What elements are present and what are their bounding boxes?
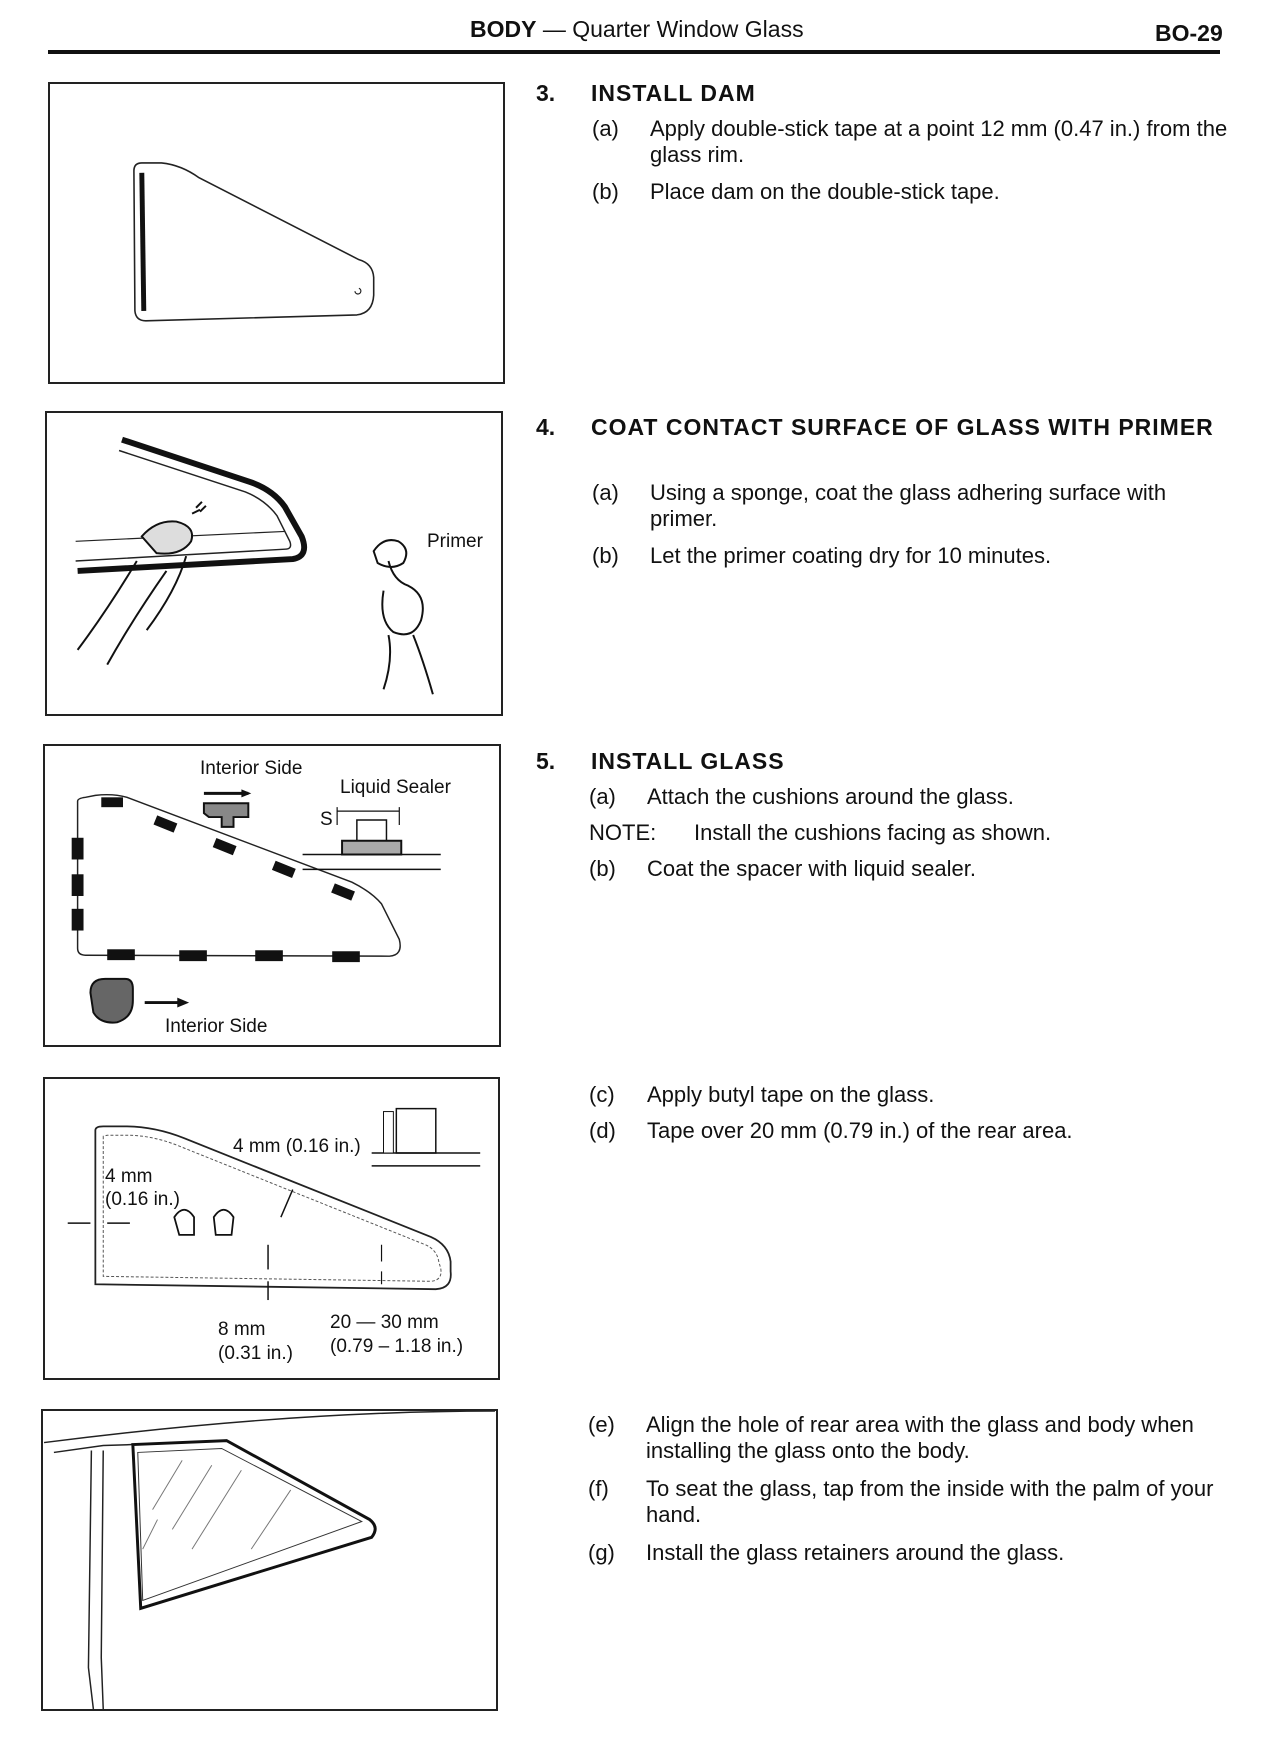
item-text: Using a sponge, coat the glass adhering … [650, 480, 1167, 531]
figure-install-cushions: Interior Side Liquid Sealer S Interior S… [43, 744, 501, 1047]
s-mark-label: S [320, 809, 333, 830]
item-key: (a) [589, 784, 616, 809]
item-text: Apply double-stick tape at a point 12 mm… [650, 116, 1228, 167]
step-title: INSTALL GLASS [591, 748, 785, 774]
header-rule [48, 50, 1220, 54]
step-title: COAT CONTACT SURFACE OF GLASS WITH PRIME… [591, 414, 1214, 440]
header-separator: — [542, 16, 566, 42]
step-number: 3. [536, 80, 556, 106]
dim-top-label: 4 mm (0.16 in.) [233, 1136, 361, 1157]
item-text: Place dam on the double-stick tape. [650, 179, 1000, 204]
dim-bottom-label-2: (0.31 in.) [218, 1343, 293, 1364]
item-key: (b) [589, 856, 616, 881]
step-number: 5. [536, 748, 556, 774]
item-key: (b) [592, 543, 619, 568]
cushion-layout-illustration [71, 789, 441, 1024]
dim-rear-label-1: 20 — 30 mm [330, 1312, 439, 1333]
item-text: Install the glass retainers around the g… [646, 1540, 1065, 1565]
header-subtitle: Quarter Window Glass [572, 16, 804, 42]
item-key: (d) [589, 1118, 616, 1143]
step-title: INSTALL DAM [591, 80, 756, 106]
item-text: Align the hole of rear area with the gla… [646, 1412, 1194, 1463]
quarter-glass-illustration [133, 162, 375, 322]
page-header: BODY — Quarter Window Glass [470, 16, 804, 43]
figure-primer: Primer [45, 411, 503, 716]
figure-butyl-tape: 4 mm (0.16 in.) 4 mm (0.16 in.) 8 mm (0.… [43, 1077, 500, 1380]
dim-left-label-2: (0.16 in.) [105, 1189, 180, 1210]
item-text: To seat the glass, tap from the inside w… [646, 1476, 1214, 1527]
item-text: Attach the cushions around the glass. [647, 784, 1014, 809]
item-key: (a) [592, 116, 619, 141]
butyl-tape-illustration [67, 1107, 481, 1301]
item-text: Tape over 20 mm (0.79 in.) of the rear a… [647, 1118, 1073, 1143]
interior-side-top-label: Interior Side [200, 758, 303, 779]
header-section: BODY [470, 16, 537, 42]
figure-glass-installed [41, 1409, 498, 1711]
item-key: (e) [588, 1412, 615, 1437]
item-text: Coat the spacer with liquid sealer. [647, 856, 976, 881]
item-key: (g) [588, 1540, 615, 1565]
interior-side-bottom-label: Interior Side [165, 1016, 268, 1037]
dim-bottom-label-1: 8 mm [218, 1319, 266, 1340]
figure-install-dam [48, 82, 505, 384]
dim-rear-label-2: (0.79 – 1.18 in.) [330, 1336, 464, 1357]
primer-label: Primer [427, 531, 483, 552]
note-key: NOTE: [589, 820, 657, 845]
item-key: (a) [592, 480, 619, 505]
primer-application-illustration [75, 436, 434, 695]
item-key: (c) [589, 1082, 615, 1107]
step-number: 4. [536, 414, 556, 440]
item-text: Let the primer coating dry for 10 minute… [650, 543, 1052, 568]
page-number: BO-29 [1155, 20, 1223, 46]
liquid-sealer-label: Liquid Sealer [340, 777, 451, 798]
dim-left-label-1: 4 mm [105, 1166, 153, 1187]
item-key: (b) [592, 179, 619, 204]
note-text: Install the cushions facing as shown. [694, 820, 1052, 845]
item-text: Apply butyl tape on the glass. [647, 1082, 935, 1107]
installed-glass-illustration [43, 1410, 495, 1710]
item-key: (f) [588, 1476, 609, 1501]
